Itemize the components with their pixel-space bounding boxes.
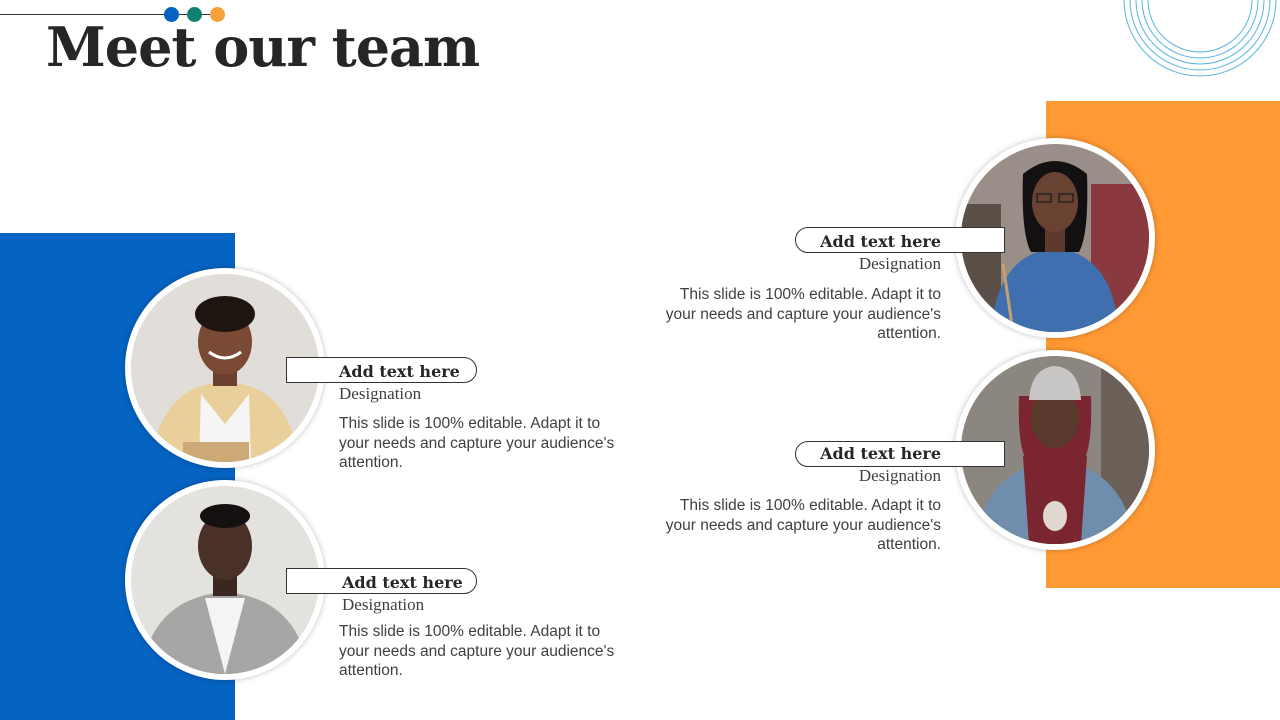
orange-dot xyxy=(210,7,225,22)
member-3-name-pill xyxy=(795,227,1005,253)
page-title: Meet our team xyxy=(46,15,480,79)
member-1-description: This slide is 100% editable. Adapt it to… xyxy=(339,415,615,471)
member-4-photo-frame xyxy=(955,350,1155,550)
member-3-designation: Designation xyxy=(858,254,941,273)
member-3-name: Add text here xyxy=(820,232,941,251)
member-4-name-pill xyxy=(795,441,1005,467)
blue-dot xyxy=(164,7,179,22)
member-1-designation: Designation xyxy=(339,384,422,403)
member-2-name-pill xyxy=(286,568,477,594)
member-4-photo xyxy=(961,356,1149,544)
header-line xyxy=(0,14,168,15)
dot-connector xyxy=(202,14,210,15)
dot-connector xyxy=(179,14,187,15)
member-1-name: Add text here xyxy=(339,362,460,381)
member-3-description: This slide is 100% editable. Adapt it to… xyxy=(665,286,941,342)
member-4-name: Add text here xyxy=(820,444,941,463)
member-4-description: This slide is 100% editable. Adapt it to… xyxy=(665,497,941,553)
member-1-name-pill xyxy=(286,357,477,383)
member-2-description: This slide is 100% editable. Adapt it to… xyxy=(339,623,615,679)
member-4-designation: Designation xyxy=(858,466,941,485)
member-2-photo-frame xyxy=(125,480,325,680)
decorative-arcs-icon xyxy=(1123,0,1277,77)
teal-dot xyxy=(187,7,202,22)
member-2-designation: Designation xyxy=(342,595,425,614)
member-2-name: Add text here xyxy=(342,573,463,592)
